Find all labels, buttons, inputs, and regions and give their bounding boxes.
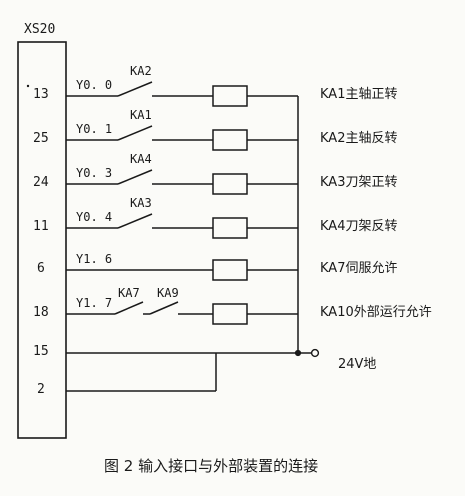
- output-signal-label: Y0. 4: [76, 210, 113, 224]
- output-signal-label: Y0. 1: [76, 122, 113, 136]
- relay-contact-blade: [117, 169, 153, 185]
- function-label: KA7伺服允许: [320, 261, 398, 276]
- relay-coil: [212, 259, 248, 281]
- relay-contact-blade: [114, 301, 144, 315]
- pin-number: 11: [33, 219, 49, 234]
- output-signal-label: Y1. 6: [76, 252, 113, 266]
- relay-contact-blade: [149, 301, 179, 315]
- relay-coil: [212, 303, 248, 325]
- pin-number: 6: [37, 261, 45, 276]
- relay-contact-label: KA4: [130, 152, 152, 166]
- connector-block: [17, 41, 67, 439]
- relay-contact-blade: [117, 213, 153, 229]
- output-signal-label: Y1. 7: [76, 296, 113, 310]
- output-signal-label: Y0. 0: [76, 78, 113, 92]
- ground-label: 24V地: [338, 357, 377, 372]
- relay-coil: [212, 129, 248, 151]
- pin-number: 2: [37, 382, 45, 397]
- relay-coil: [212, 85, 248, 107]
- relay-contact-label: KA3: [130, 196, 152, 210]
- relay-coil: [212, 217, 248, 239]
- relay-contact-label: KA7: [118, 286, 140, 300]
- function-label: KA4刀架反转: [320, 219, 398, 234]
- relay-contact-blade: [117, 125, 153, 141]
- junction-dot: [294, 349, 302, 357]
- function-label: KA3刀架正转: [320, 175, 398, 190]
- figure-caption: 图 2 输入接口与外部装置的连接: [104, 457, 319, 475]
- terminal-24v-ground: [310, 348, 320, 358]
- connector-dot: [26, 84, 30, 88]
- function-label: KA2主轴反转: [320, 131, 398, 146]
- function-label: KA1主轴正转: [320, 87, 398, 102]
- pin-number: 15: [33, 344, 49, 359]
- function-label: KA10外部运行允许: [320, 305, 432, 320]
- relay-coil: [212, 173, 248, 195]
- pin-number: 13: [33, 87, 49, 102]
- relay-contact-label: KA2: [130, 64, 152, 78]
- pin-number: 25: [33, 131, 49, 146]
- relay-contact-blade: [117, 81, 153, 97]
- pin-number: 24: [33, 175, 49, 190]
- relay-contact-label: KA9: [157, 286, 179, 300]
- output-signal-label: Y0. 3: [76, 166, 113, 180]
- relay-contact-label: KA1: [130, 108, 152, 122]
- pin-number: 18: [33, 305, 49, 320]
- connector-label: XS20: [24, 22, 56, 37]
